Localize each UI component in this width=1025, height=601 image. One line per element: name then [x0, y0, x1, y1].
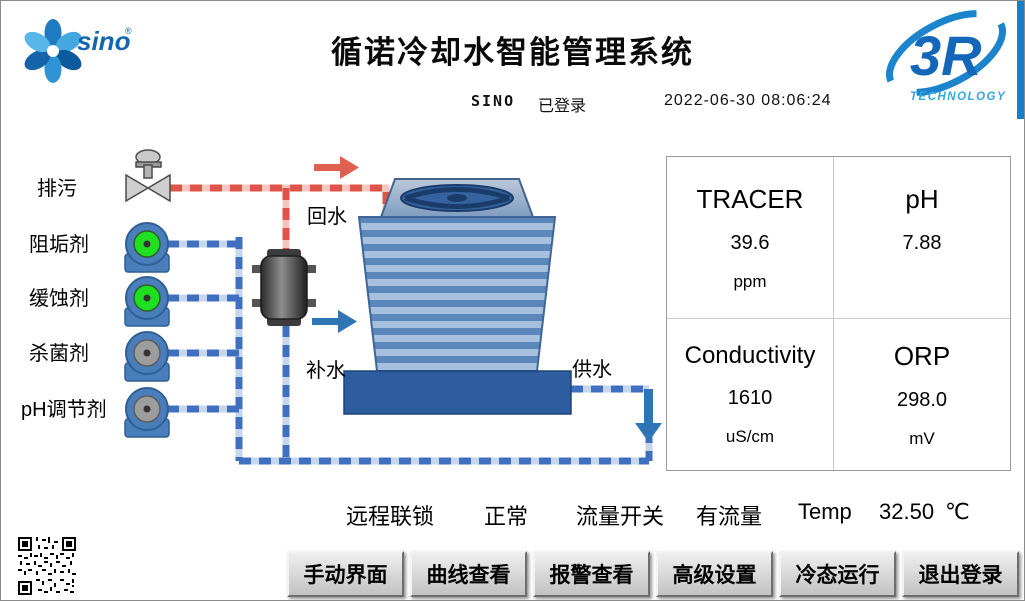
label-corrosion-inhibitor: 缓蚀剂 — [29, 287, 89, 310]
supply-flow-arrow-icon — [635, 389, 662, 442]
conductivity-label: Conductivity — [684, 342, 816, 369]
conductivity-unit: uS/cm — [725, 427, 775, 446]
advanced-settings-button[interactable]: 高级设置 — [656, 551, 773, 597]
temp-label: Temp — [798, 499, 852, 524]
manual-screen-button[interactable]: 手动界面 — [287, 551, 404, 597]
page-title: 循诺冷却水智能管理系统 — [331, 35, 694, 70]
cold-run-button[interactable]: 冷态运行 — [779, 551, 896, 597]
curve-view-button[interactable]: 曲线查看 — [410, 551, 527, 597]
3r-technology-logo: 3R TECHNOLOGY — [885, 1, 1024, 119]
tracer-cell: TRACER 39.6 ppm — [667, 157, 834, 319]
alarm-view-button[interactable]: 报警查看 — [533, 551, 650, 597]
remote-interlock-label: 远程联锁 — [346, 504, 435, 529]
label-biocide: 杀菌剂 — [29, 342, 89, 365]
orp-cell: ORP 298.0 mV — [834, 319, 1010, 470]
ph-value: 7.88 — [902, 231, 942, 254]
process-diagram: 排污 阻垢剂 缓蚀剂 杀菌剂 pH调节剂 回水 补水 供水 — [21, 149, 662, 465]
label-supply-water: 供水 — [572, 358, 612, 381]
pipe-return-water — [170, 184, 390, 213]
flow-switch-value: 有流量 — [696, 504, 763, 529]
label-makeup-water: 补水 — [306, 359, 346, 382]
makeup-flow-arrow-icon — [312, 310, 357, 333]
pump-ph-regulator[interactable] — [124, 387, 170, 438]
ph-label: pH — [905, 183, 939, 214]
logged-in-user: SINO — [471, 92, 516, 110]
tracer-value: 39.6 — [730, 231, 770, 254]
pump-scale-inhibitor[interactable] — [124, 222, 170, 273]
label-blowdown: 排污 — [37, 177, 77, 200]
registered-mark: ® — [125, 26, 132, 36]
pump-biocide[interactable] — [124, 331, 170, 382]
datetime: 2022-06-30 08:06:24 — [664, 92, 832, 109]
flow-switch-label: 流量开关 — [576, 504, 665, 529]
tower-basin — [343, 370, 572, 415]
login-status: 已登录 — [538, 98, 587, 115]
blowdown-valve[interactable] — [125, 149, 171, 203]
label-scale-inhibitor: 阻垢剂 — [29, 233, 89, 256]
edge-strip — [1017, 1, 1024, 119]
data-panel: TRACER 39.6 ppm pH 7.88 Conductivity 161… — [666, 156, 1011, 471]
ph-cell: pH 7.88 — [834, 157, 1010, 319]
orp-value: 298.0 — [896, 388, 948, 411]
temp-value: 32.50 — [879, 499, 935, 524]
return-flow-arrow-icon — [314, 156, 359, 179]
filter-vessel[interactable] — [252, 249, 316, 326]
conductivity-value: 1610 — [727, 387, 773, 409]
sino-pinwheel-icon — [24, 19, 82, 83]
sino-logo: sino ® — [24, 19, 132, 83]
qr-code — [18, 537, 76, 595]
sino-wordmark: sino — [77, 26, 131, 56]
3r-wordmark: 3R — [910, 24, 982, 87]
pipe-dosing-stubs — [167, 240, 239, 413]
logout-button[interactable]: 退出登录 — [902, 551, 1019, 597]
technology-wordmark: TECHNOLOGY — [910, 91, 1006, 103]
orp-unit: mV — [909, 428, 935, 448]
tracer-label: TRACER — [696, 183, 804, 214]
cooling-tower — [343, 178, 572, 415]
nav-button-row: 手动界面 曲线查看 报警查看 高级设置 冷态运行 退出登录 — [287, 551, 1019, 597]
status-bar: 远程联锁 正常 流量开关 有流量 Temp 32.50 ℃ — [1, 499, 1024, 533]
label-return-water: 回水 — [307, 205, 347, 228]
tower-fill-body — [357, 216, 557, 372]
label-ph-regulator: pH调节剂 — [21, 398, 107, 421]
conductivity-cell: Conductivity 1610 uS/cm — [667, 319, 834, 470]
pump-corrosion-inhibitor[interactable] — [124, 276, 170, 327]
temp-unit: ℃ — [945, 499, 970, 524]
orp-label: ORP — [893, 340, 951, 371]
remote-interlock-value: 正常 — [484, 504, 529, 529]
tracer-unit: ppm — [733, 271, 767, 291]
